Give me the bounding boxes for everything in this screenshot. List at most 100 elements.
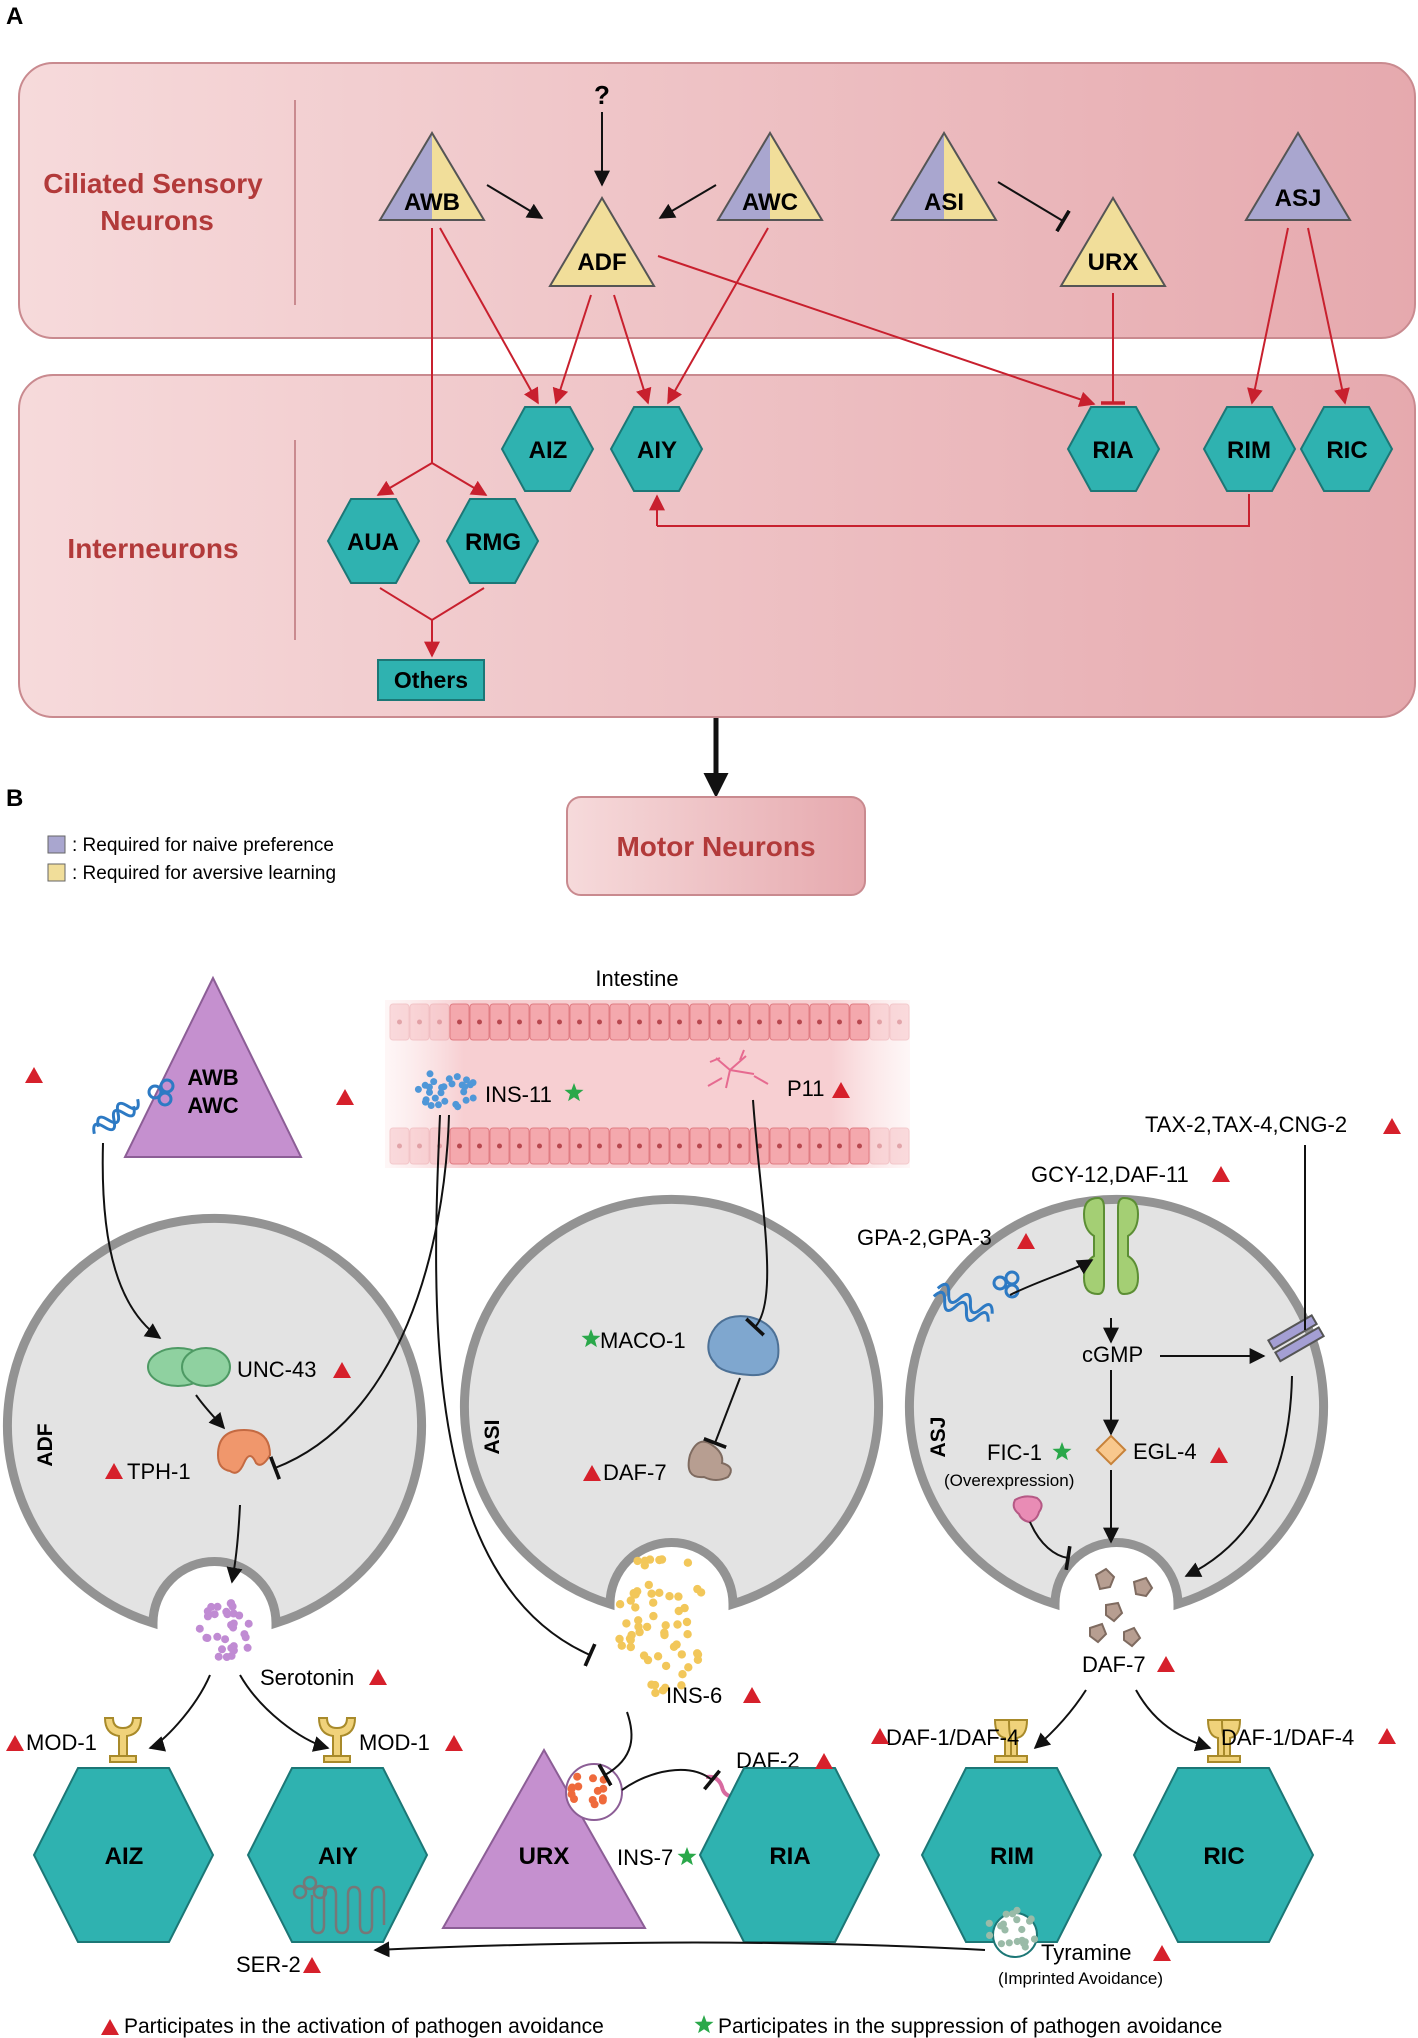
svg-text:RIC: RIC (1203, 1843, 1244, 1870)
svg-text:AWB: AWB (404, 189, 460, 216)
egl4-icon (1095, 1434, 1127, 1466)
svg-text:AIZ: AIZ (529, 437, 568, 464)
maco1-icon (707, 1315, 780, 1377)
tph1-icon (216, 1428, 272, 1474)
tyramine-label: Tyramine (1041, 1940, 1131, 1965)
cell-asi: ASI (460, 1194, 883, 1611)
footer-suppression: Participates in the suppression of patho… (718, 2015, 1222, 2038)
svg-text:AWC: AWC (742, 189, 798, 216)
svg-text:ASJ: ASJ (1275, 185, 1322, 212)
egl4-label: EGL-4 (1133, 1439, 1197, 1464)
target-aiz: AIZ (32, 1767, 215, 1943)
daf1-right-label: DAF-1/DAF-4 (1221, 1725, 1354, 1750)
tyramine-dots (985, 1906, 1039, 1951)
serotonin-label: Serotonin (260, 1665, 354, 1690)
mod1-right-receptor-icon (317, 1717, 357, 1763)
neuron-urx: URX (1059, 196, 1167, 287)
svg-text:AIY: AIY (637, 437, 677, 464)
target-urx: URX (441, 1747, 647, 1929)
tax-label: TAX-2,TAX-4,CNG-2 (1145, 1112, 1347, 1137)
awb-awc-triangle: AWB AWC (123, 975, 303, 1158)
cgmp-label: cGMP (1082, 1342, 1143, 1367)
svg-text:: Required for aversive learni: : Required for aversive learning (72, 863, 336, 884)
cell-asj: ASJ (905, 1194, 1328, 1611)
p11-label: P11 (787, 1076, 825, 1101)
interneuron-rim: RIM (1202, 406, 1297, 492)
svg-text:Others: Others (394, 667, 468, 693)
svg-text:: Required for naive preferenc: : Required for naive preference (72, 835, 334, 856)
daf1-left-receptor-icon (993, 1719, 1029, 1763)
neuron-awc: AWC (716, 131, 824, 221)
svg-text:RIA: RIA (769, 1843, 810, 1870)
gpa-label: GPA-2,GPA-3 (857, 1225, 992, 1250)
egl30-receptor-icon (92, 1078, 175, 1135)
sensory-label-line2: Neurons (100, 205, 214, 236)
svg-text:URX: URX (1088, 249, 1139, 276)
ser2-label: SER-2 (236, 1952, 301, 1977)
neuron-asi: ASI (890, 131, 998, 221)
unc43-icon (147, 1347, 231, 1387)
svg-text:RIM: RIM (990, 1843, 1034, 1870)
interneuron-ria: RIA (1066, 406, 1161, 492)
ins11-dots (414, 1070, 477, 1111)
target-ric: RIC (1132, 1767, 1315, 1943)
svg-text:RMG: RMG (465, 529, 521, 556)
intestine-label: Intestine (595, 966, 678, 991)
fic1-note: (Overexpression) (944, 1471, 1074, 1490)
target-ria: RIA (698, 1767, 881, 1943)
daf1-left-label: DAF-1/DAF-4 (886, 1725, 1019, 1750)
maco1-label: MACO-1 (600, 1328, 686, 1353)
interneuron-aua: AUA (326, 498, 421, 584)
svg-text:RIM: RIM (1227, 437, 1271, 464)
tph1-label: TPH-1 (127, 1459, 191, 1484)
others-box: Others (377, 659, 485, 701)
motor-neurons-box: Motor Neurons (566, 796, 866, 896)
interneuron-aiy: AIY (609, 406, 704, 492)
gpa-receptor-icon (932, 1270, 1020, 1323)
tyramine-note: (Imprinted Avoidance) (998, 1969, 1163, 1988)
daf7-asj-label: DAF-7 (1082, 1652, 1146, 1677)
ins7-label: INS-7 (617, 1845, 673, 1870)
svg-text:AIZ: AIZ (105, 1843, 144, 1870)
cell-adf: ADF (3, 1213, 426, 1630)
daf1-right-receptor-icon (1206, 1719, 1242, 1763)
unknown-input: ? (594, 80, 610, 110)
interneuron-panel (18, 374, 1416, 718)
svg-text:ASI: ASI (481, 1419, 504, 1454)
interneuron-label: Interneurons (67, 533, 238, 564)
neuron-awb: AWB (378, 131, 486, 221)
ins11-label: INS-11 (485, 1082, 552, 1107)
interneuron-ric: RIC (1299, 406, 1394, 492)
neuron-asj: ASJ (1244, 131, 1352, 221)
interneuron-rmg: RMG (445, 498, 540, 584)
svg-text:ADF: ADF (577, 249, 626, 276)
target-aiy: AIY (246, 1767, 429, 1943)
daf7-asj-icon (1089, 1567, 1154, 1648)
ser2-receptor-icon (292, 1875, 386, 1935)
connections-panel-a (376, 227, 1350, 658)
mod1-left-label: MOD-1 (26, 1730, 97, 1755)
suppression-markers (564, 1083, 1072, 2034)
svg-text:ASI: ASI (924, 189, 964, 216)
ins6-label: INS-6 (666, 1683, 722, 1708)
mod1-right-label: MOD-1 (359, 1730, 430, 1755)
svg-text:RIA: RIA (1092, 437, 1133, 464)
fic1-icon (1012, 1495, 1043, 1524)
gcy-label: GCY-12,DAF-11 (1031, 1162, 1189, 1187)
p11-icon (707, 1049, 769, 1089)
svg-text:AIY: AIY (318, 1843, 358, 1870)
connections-panel-b (101, 1099, 1306, 1958)
svg-text:AUA: AUA (347, 529, 399, 556)
activation-markers (6, 1067, 1401, 2035)
neuron-adf: ADF (548, 196, 656, 287)
fic1-label: FIC-1 (987, 1440, 1042, 1465)
svg-text:URX: URX (519, 1843, 570, 1870)
legend: : Required for naive preference : Requir… (47, 835, 336, 884)
serotonin-dots (195, 1599, 253, 1661)
sensory-panel (18, 62, 1416, 339)
unc43-label: UNC-43 (237, 1357, 316, 1382)
ins6-dots (615, 1555, 706, 1698)
intestine (385, 1000, 910, 1168)
svg-text:AWC: AWC (187, 1093, 238, 1118)
